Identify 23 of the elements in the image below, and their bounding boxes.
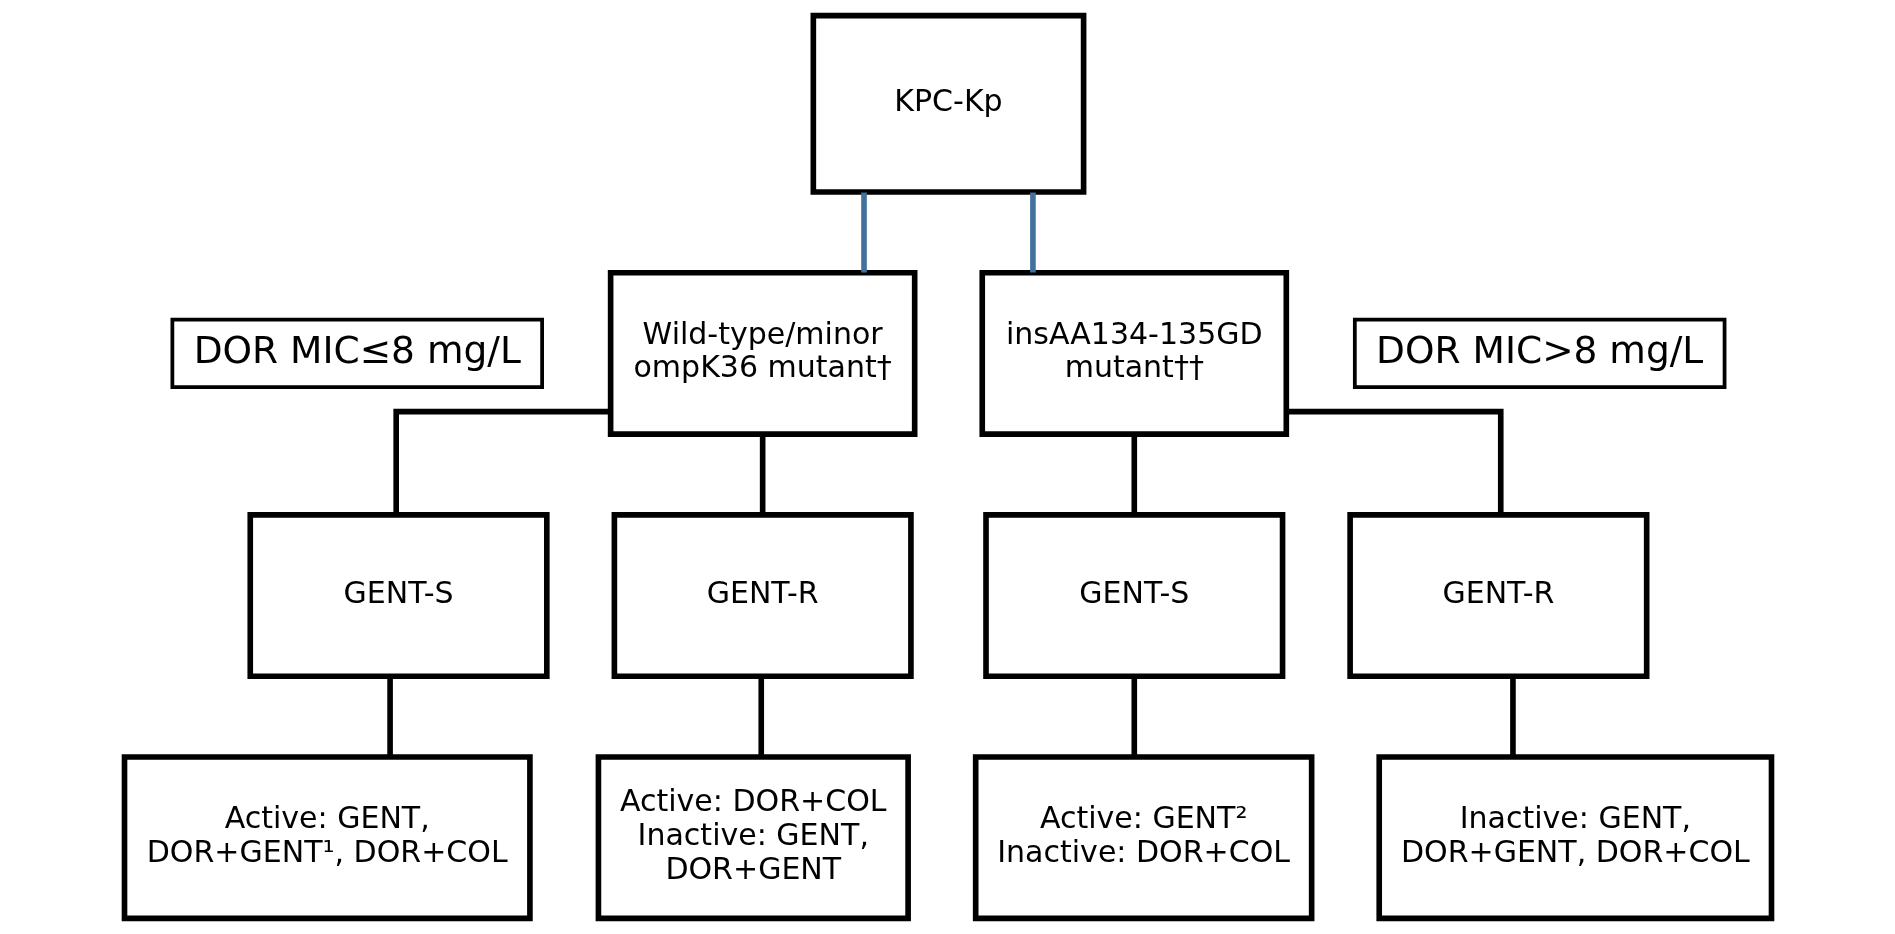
connector xyxy=(1029,192,1036,273)
connector xyxy=(1130,434,1137,515)
connector xyxy=(1286,408,1504,515)
node-box: Inactive: GENT, DOR+GENT, DOR+COL xyxy=(1375,754,1774,922)
node-box: DOR MIC>8 mg/L xyxy=(1352,317,1726,390)
connector xyxy=(759,434,765,515)
connector xyxy=(392,408,610,515)
connector xyxy=(1509,676,1516,757)
node-box: KPC-Kp xyxy=(810,12,1086,195)
connector xyxy=(860,192,867,273)
node-box: Active: GENT² Inactive: DOR+COL xyxy=(972,754,1314,922)
node-box: Active: DOR+COL Inactive: GENT, DOR+GENT xyxy=(595,754,911,922)
node-box: DOR MIC≤8 mg/L xyxy=(170,317,544,390)
node-box: Active: GENT, DOR+GENT¹, DOR+COL xyxy=(121,754,533,922)
node-box: GENT-S xyxy=(246,512,550,680)
node-box: GENT-R xyxy=(1346,512,1649,680)
connector xyxy=(757,676,764,757)
node-box: GENT-S xyxy=(982,512,1285,680)
node-box: GENT-R xyxy=(611,512,914,680)
connector xyxy=(386,676,393,757)
node-box: insAA134-135GD mutant†† xyxy=(978,269,1289,437)
node-box: Wild-type/minor ompK36 mutant† xyxy=(607,269,917,437)
connector xyxy=(1130,676,1137,757)
